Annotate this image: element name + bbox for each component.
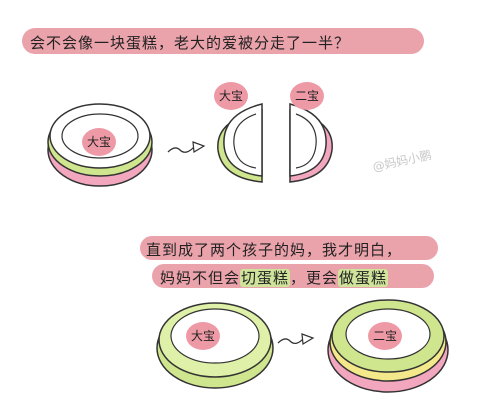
knife-icon-bottom — [277, 333, 315, 346]
label-big-top: 大宝 — [82, 128, 116, 156]
knife-icon — [167, 141, 206, 154]
top-caption: 会不会像一块蛋糕，老大的爱被分走了一半？ — [30, 34, 351, 52]
bottom-caption-line1: 直到成了两个孩子的妈，我才明白， — [146, 241, 403, 259]
left-half-cake — [217, 103, 263, 183]
bottom-caption-line2: 妈妈不但会切蛋糕，更会做蛋糕 — [160, 267, 389, 288]
caption-part-3: ，更会 — [290, 269, 339, 287]
caption-part-make-cake: 做蛋糕 — [338, 269, 389, 287]
label-big-half: 大宝 — [214, 82, 248, 110]
bottom-caption-highlight-1 — [140, 236, 438, 260]
caption-part-1: 妈妈不但会 — [160, 269, 241, 287]
caption-part-cut-cake: 切蛋糕 — [240, 269, 291, 287]
right-half-cake — [289, 103, 333, 183]
label-big-bottom: 大宝 — [186, 322, 220, 350]
whole-cake — [47, 103, 153, 187]
label-second-half: 二宝 — [290, 82, 324, 110]
label-second-bottom: 二宝 — [368, 322, 402, 350]
top-caption-highlight — [22, 28, 424, 54]
